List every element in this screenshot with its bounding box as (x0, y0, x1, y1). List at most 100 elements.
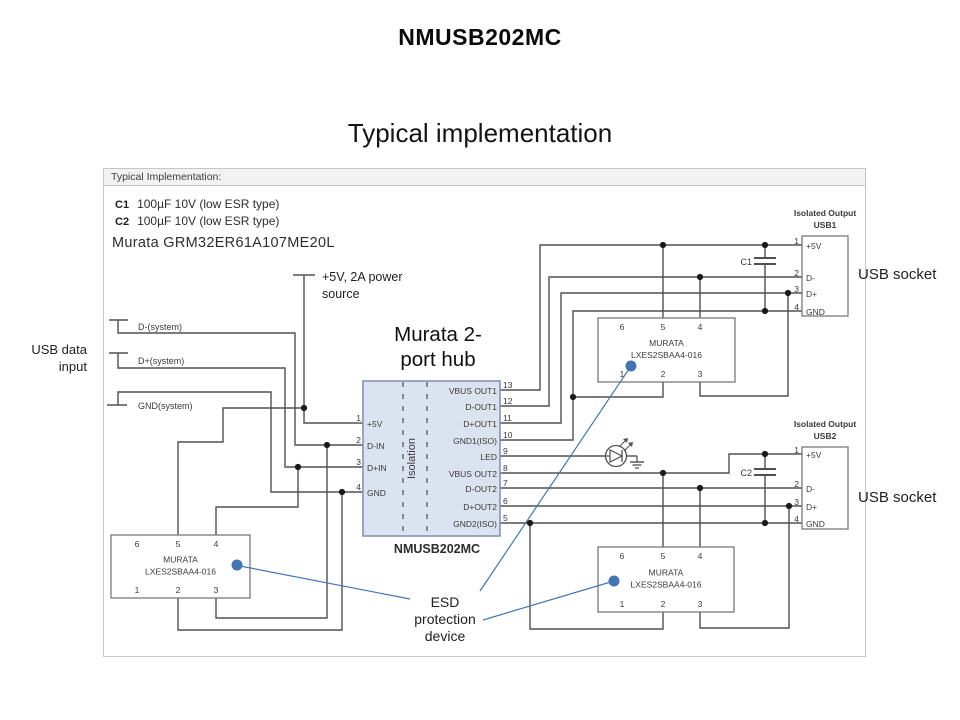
esd-pin-number: 5 (176, 539, 181, 549)
capacitor-ref-label: C2 (740, 468, 752, 478)
ic-pin-label: VBUS OUT2 (449, 469, 497, 479)
usb-socket-label-2: USB socket (858, 489, 937, 506)
note-c2-text: 100µF 10V (low ESR type) (137, 214, 280, 228)
esd-device-box (597, 546, 735, 613)
ic-pin-label: VBUS OUT1 (449, 386, 497, 396)
esd-pin-number: 3 (698, 599, 703, 609)
esd-device-box (110, 534, 251, 599)
ic-pin-number: 13 (503, 380, 513, 390)
esd-pin-number: 4 (214, 539, 219, 549)
wire (177, 492, 343, 631)
esd-pin-number: 2 (661, 599, 666, 609)
usb-connector-subtitle: USB2 (814, 431, 837, 441)
esd-pin-number: 3 (698, 369, 703, 379)
ic-pin-label: D-OUT1 (465, 402, 497, 412)
usb-pin-number: 4 (794, 302, 799, 312)
led-emission-arrowhead (628, 442, 633, 447)
led-emission-arrowhead (623, 438, 628, 443)
isolation-label: Isolation (406, 438, 418, 479)
usb-pin-label: GND (806, 519, 825, 529)
ic-pin-label: D+OUT2 (463, 502, 497, 512)
junction-dot (696, 273, 704, 281)
ic-pin-number: 10 (503, 430, 513, 440)
note-c2: C2 100µF 10V (low ESR type) (115, 213, 279, 230)
murata-capacitor-part: Murata GRM32ER61A107ME20L (112, 235, 335, 251)
wire (215, 445, 328, 619)
ic-pin-number: 3 (356, 457, 361, 467)
junction-dot (696, 484, 704, 492)
esd-pin-number: 3 (214, 585, 219, 595)
wire (529, 523, 664, 630)
ic-pin-number: 6 (503, 496, 508, 506)
ic-pin-number: 4 (356, 482, 361, 492)
wire (215, 467, 299, 535)
usb-pin-label: +5V (806, 450, 822, 460)
usb-pin-number: 2 (794, 479, 799, 489)
ic-pin-number: 7 (503, 478, 508, 488)
callout-line (482, 580, 615, 621)
wire (500, 244, 802, 391)
page-subtitle: Typical implementation (347, 118, 613, 148)
esd-pin-number: 2 (176, 585, 181, 595)
callout-dot (608, 575, 620, 587)
esd-pin-number: 1 (135, 585, 140, 595)
wire (117, 391, 363, 493)
input-stub-label-dplus: D+(system) (138, 356, 184, 366)
wire (117, 353, 363, 468)
esd-pin-number: 6 (620, 322, 625, 332)
usb-pin-number: 1 (794, 236, 799, 246)
ic-pin-label: D-OUT2 (465, 484, 497, 494)
junction-dot (761, 307, 769, 315)
wire (177, 407, 304, 535)
ic-pin-number: 2 (356, 435, 361, 445)
input-stub-label-dminus: D-(system) (138, 322, 182, 332)
ic-pin-number: 8 (503, 463, 508, 473)
hub-label: Murata 2-port hub (394, 323, 482, 371)
ic-pin-label: D+OUT1 (463, 419, 497, 429)
junction-dot (659, 241, 667, 249)
usb-socket-label-1: USB socket (858, 266, 937, 283)
hub-ic-box (362, 380, 501, 537)
junction-dot (761, 450, 769, 458)
usb-connector-box (801, 235, 849, 317)
junction-dot (785, 502, 793, 510)
capacitor-ref-label: C1 (740, 257, 752, 267)
ic-pin-label: GND (367, 488, 386, 498)
usb-connector-box (801, 446, 849, 530)
esd-pin-number: 1 (620, 599, 625, 609)
esd-pin-number: 4 (698, 551, 703, 561)
usb-pin-label: GND (806, 307, 825, 317)
junction-dot (300, 404, 308, 412)
ic-pin-label: +5V (367, 419, 383, 429)
junction-dot (323, 441, 331, 449)
usb-pin-label: D- (806, 273, 815, 283)
esd-pin-number: 6 (135, 539, 140, 549)
wire (117, 320, 363, 446)
wire (500, 276, 802, 407)
junction-dot (761, 241, 769, 249)
esd-pin-number: 5 (661, 551, 666, 561)
esd-pin-number: 5 (661, 322, 666, 332)
ic-pin-label: D-IN (367, 441, 384, 451)
callout-line (479, 365, 632, 592)
junction-dot (338, 488, 346, 496)
page-title: NMUSB202MC (398, 24, 562, 50)
note-c2-ref: C2 (115, 216, 130, 228)
ic-pin-label: GND1(ISO) (453, 436, 497, 446)
usb-pin-number: 4 (794, 514, 799, 524)
junction-dot (784, 289, 792, 297)
input-stub-label-gnd: GND(system) (138, 401, 193, 411)
usb-pin-label: D+ (806, 502, 817, 512)
ic-pin-number: 9 (503, 446, 508, 456)
usb-pin-number: 3 (794, 497, 799, 507)
wire (699, 293, 789, 397)
ic-pin-label: LED (480, 452, 497, 462)
esd-device-brand: MURATA (649, 568, 684, 578)
usb-connector-title: Isolated Output (794, 208, 857, 218)
ic-pin-number: 11 (503, 413, 512, 423)
ic-pin-label: GND2(ISO) (453, 519, 497, 529)
